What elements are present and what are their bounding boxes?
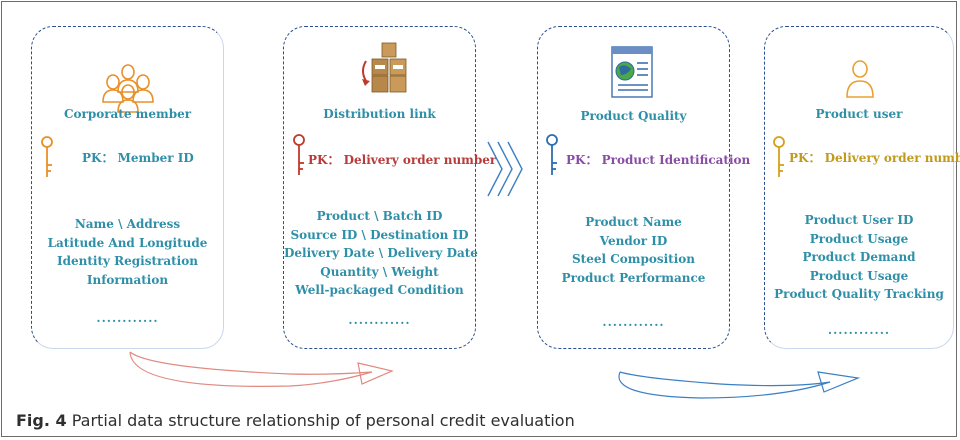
shipping-boxes-icon — [362, 42, 407, 93]
field-item: Product Demand — [802, 250, 916, 264]
primary-key-label: PK： Product Identification — [566, 153, 751, 167]
key-icon — [293, 134, 305, 175]
field-list: Name \ Address Latitude And Longitude Id… — [32, 215, 223, 289]
ellipsis: ............ — [827, 323, 891, 337]
figure-caption: Fig. 4 Partial data structure relationsh… — [16, 411, 575, 430]
field-item: Product Usage — [809, 268, 909, 283]
field-item: Vendor ID — [599, 233, 668, 248]
field-item: Product \ Batch ID — [316, 209, 443, 223]
field-item: Name \ Address — [74, 217, 181, 231]
field-list: Product Name Vendor ID Steel Composition… — [538, 213, 729, 287]
document-globe-icon — [611, 46, 653, 98]
field-item: Quantity \ Weight — [320, 264, 439, 279]
field-item: Identity Registration — [57, 254, 198, 268]
field-list: Product \ Batch ID Source ID \ Destinati… — [284, 207, 478, 300]
caption-text: Partial data structure relationship of p… — [66, 411, 575, 430]
entity-title: Distribution link — [323, 107, 436, 121]
double-chevron-icon — [487, 141, 523, 197]
field-item: Source ID \ Destination ID — [290, 227, 469, 242]
entity-title: Product Quality — [580, 109, 687, 123]
ellipsis: ............ — [348, 313, 411, 327]
field-item: Product Performance — [561, 270, 706, 285]
entity-title: Corporate member — [63, 107, 192, 121]
field-item: Well-packaged Condition — [295, 283, 464, 297]
ellipsis: ............ — [96, 311, 159, 325]
key-icon — [773, 136, 785, 177]
field-list: Product User ID Product Usage Product De… — [765, 211, 953, 304]
field-item: Product Quality Tracking — [774, 287, 944, 301]
field-item: Steel Composition — [571, 252, 695, 266]
primary-key-label: PK： Delivery order number — [308, 153, 497, 167]
ellipsis: ............ — [602, 315, 665, 329]
caption-label: Fig. 4 — [16, 411, 67, 430]
entity-distribution-link: Distribution link PK： Delivery order num… — [283, 26, 496, 349]
field-item: Information — [86, 272, 169, 287]
entity-corporate-member: Corporate member PK： Member ID Name \ Ad… — [31, 26, 224, 349]
key-icon — [546, 134, 558, 175]
field-item: Latitude And Longitude — [47, 235, 208, 250]
arrow-quality-to-user — [618, 371, 861, 399]
primary-key-label: PK： Member ID — [82, 151, 194, 165]
arrow-corporate-to-distribution — [129, 351, 394, 387]
entity-title: Product user — [815, 107, 903, 121]
people-group-icon — [102, 64, 154, 113]
primary-key-label: PK： Delivery order number — [789, 151, 960, 165]
entity-product-user: Product user PK： Delivery order number P… — [764, 26, 960, 349]
person-outline-icon — [846, 60, 874, 98]
field-item: Product Usage — [809, 231, 909, 246]
key-icon — [41, 136, 53, 177]
entity-product-quality: Product Quality PK： Product Identificati… — [537, 26, 750, 349]
field-item: Product Name — [585, 215, 682, 229]
field-item: Delivery Date \ Delivery Date — [284, 246, 478, 260]
field-item: Product User ID — [804, 213, 914, 227]
